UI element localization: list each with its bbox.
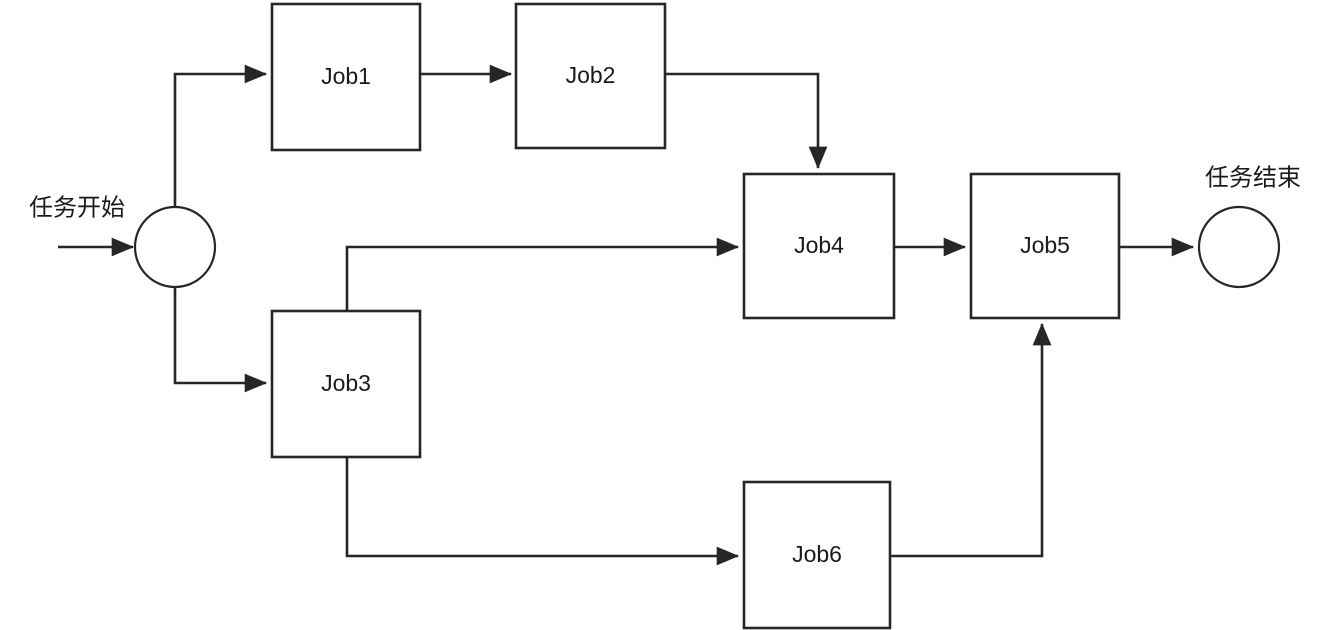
node-label-job5: Job5: [1020, 232, 1070, 258]
terminal-label-end: 任务结束: [1205, 164, 1301, 191]
node-job2[interactable]: Job2: [514, 2, 667, 150]
terminal-end[interactable]: 任务结束: [1197, 164, 1301, 289]
node-label-job4: Job4: [794, 232, 844, 258]
connector-job6-to-job5: [890, 322, 1052, 558]
node-job6[interactable]: Job6: [742, 480, 892, 630]
terminal-label-start: 任务开始: [29, 194, 125, 221]
connector-job3-to-job4: [345, 237, 740, 311]
connector-start-to-job3: [173, 287, 268, 393]
terminals-group: 任务开始 任务结束: [29, 164, 1301, 289]
node-box-job4[interactable]: [742, 172, 896, 320]
node-job4[interactable]: Job4: [742, 172, 896, 320]
terminal-circle-end[interactable]: [1197, 205, 1281, 289]
node-job3[interactable]: Job3: [270, 309, 422, 459]
node-box-job3[interactable]: [270, 309, 422, 459]
node-label-job3: Job3: [321, 370, 371, 396]
terminal-circle-start[interactable]: [133, 205, 217, 289]
node-label-job2: Job2: [566, 62, 616, 88]
edges-group: [58, 64, 1195, 566]
node-label-job1: Job1: [321, 63, 371, 89]
node-job1[interactable]: Job1: [270, 2, 422, 152]
node-box-job5[interactable]: [969, 172, 1121, 320]
connector-job3-to-job6: [345, 457, 740, 566]
node-box-job6[interactable]: [742, 480, 892, 630]
node-box-job1[interactable]: [270, 2, 422, 152]
node-box-job2[interactable]: [514, 2, 667, 150]
connector-job2-to-job4: [665, 72, 828, 170]
connector-start-to-job1: [173, 64, 268, 207]
node-job5[interactable]: Job5: [969, 172, 1121, 320]
terminal-start[interactable]: 任务开始: [29, 194, 217, 289]
node-label-job6: Job6: [792, 541, 842, 567]
